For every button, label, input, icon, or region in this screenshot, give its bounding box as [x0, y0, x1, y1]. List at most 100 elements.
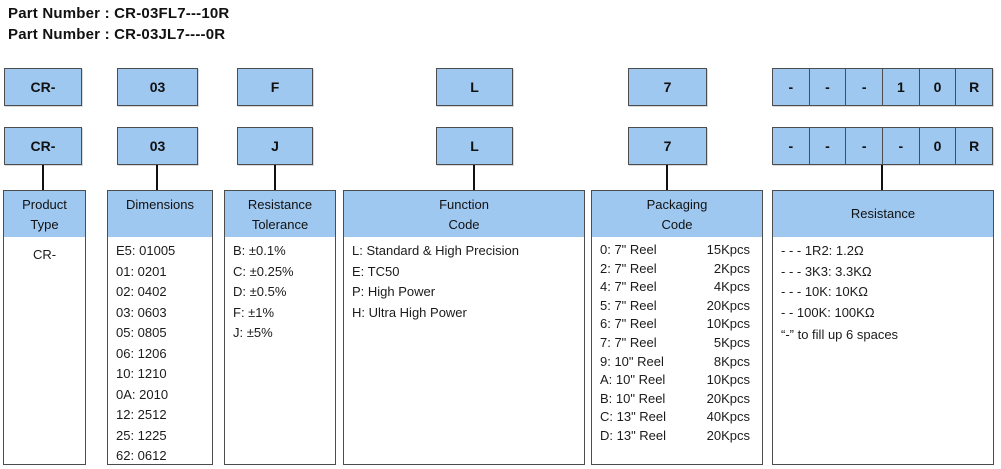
resistance-char-cell: - — [772, 127, 810, 165]
column-resistance: Resistance - - - 1R2: 1.2Ω - - - 3K3: 3.… — [772, 190, 994, 465]
column-header: Packaging Code — [592, 191, 762, 237]
packaging-qty: 4Kpcs — [713, 279, 750, 295]
header-line: Code — [448, 217, 480, 232]
packaging-option: B: 10" Reel — [600, 390, 666, 406]
packaging-option: 6: 7" Reel — [600, 316, 657, 332]
list-item: B: ±0.1% — [233, 243, 286, 258]
header-line: Type — [30, 217, 59, 232]
connector-line — [666, 165, 668, 190]
header-line: Tolerance — [251, 217, 309, 232]
list-item: - - - 3K3: 3.3KΩ — [781, 263, 872, 279]
header-line: Resistance — [247, 197, 313, 212]
list-item: 2: 7" Reel 2Kpcs — [600, 260, 754, 279]
connector-line — [473, 165, 475, 190]
list-item: 10: 1210 — [116, 366, 167, 381]
packaging-qty: 10Kpcs — [706, 372, 750, 388]
connector-line — [881, 165, 883, 190]
code-box-r1-product: CR- — [4, 68, 82, 106]
packaging-option: 0: 7" Reel — [600, 242, 657, 257]
column-body: 0: 7" Reel 15Kpcs 2: 7" Reel 2Kpcs 4: 7" R… — [592, 237, 762, 450]
list-item: L: Standard & High Precision — [352, 243, 519, 258]
packaging-qty: 20Kpcs — [706, 427, 750, 443]
list-item: CR- — [32, 247, 57, 262]
code-box-r2-product: CR- — [4, 127, 82, 165]
packaging-option: C: 13" Reel — [600, 409, 667, 425]
column-body: CR- — [4, 237, 85, 270]
packaging-option: 4: 7" Reel — [600, 279, 657, 295]
resistance-char-cell: R — [955, 127, 994, 165]
code-box-r2-packaging: 7 — [628, 127, 707, 165]
column-header: Product Type — [4, 191, 85, 237]
column-product-type: Product Type CR- — [3, 190, 86, 465]
list-item: C: ±0.25% — [233, 263, 294, 279]
resistance-char-cell: - — [845, 127, 884, 165]
list-item: A: 10" Reel 10Kpcs — [600, 371, 754, 390]
header-line: Code — [661, 217, 693, 232]
packaging-qty: 40Kpcs — [706, 409, 750, 425]
column-header: Dimensions — [108, 191, 212, 237]
list-item: 62: 0612 — [116, 448, 167, 463]
list-item: E: TC50 — [352, 263, 400, 279]
column-header: Resistance Tolerance — [225, 191, 335, 237]
packaging-qty: 20Kpcs — [706, 297, 750, 313]
list-item: J: ±5% — [233, 325, 273, 340]
packaging-option: 9: 10" Reel — [600, 353, 664, 369]
column-header: Function Code — [344, 191, 584, 237]
connector-line — [274, 165, 276, 190]
packaging-qty: 20Kpcs — [706, 390, 750, 406]
list-item: 06: 1206 — [116, 345, 167, 361]
packaging-qty: 5Kpcs — [713, 334, 750, 350]
resistance-char-cell: 0 — [918, 127, 957, 165]
column-body: B: ±0.1% C: ±0.25% D: ±0.5% F: ±1% J: ±5… — [225, 237, 335, 348]
column-header: Resistance — [773, 191, 993, 237]
list-item: 12: 2512 — [116, 407, 167, 422]
part-number-example-1: Part Number : CR-03FL7---10R — [8, 5, 230, 22]
list-item: 02: 0402 — [116, 284, 167, 299]
packaging-qty: 2Kpcs — [713, 260, 750, 276]
column-function-code: Function Code L: Standard & High Precisi… — [343, 190, 585, 465]
resistance-char-cell: - — [845, 68, 884, 106]
list-item: B: 10" Reel 20Kpcs — [600, 390, 754, 409]
list-item: 7: 7" Reel 5Kpcs — [600, 334, 754, 353]
connector-line — [42, 165, 44, 190]
list-item: 0: 7" Reel 15Kpcs — [600, 241, 754, 260]
list-item: - - - 10K: 10KΩ — [781, 284, 869, 299]
list-item: 6: 7" Reel 10Kpcs — [600, 315, 754, 334]
part-number-example-2: Part Number : CR-03JL7----0R — [8, 26, 226, 43]
list-item: - - 100K: 100KΩ — [781, 304, 875, 320]
list-item: 05: 0805 — [116, 325, 167, 340]
resistance-char-cell: - — [808, 68, 847, 106]
code-box-r2-dimension: 03 — [117, 127, 198, 165]
code-box-r1-dimension: 03 — [117, 68, 198, 106]
resistance-code-cells-r2: - - - - 0 R — [772, 127, 994, 165]
code-box-r1-packaging: 7 — [628, 68, 707, 106]
code-box-r2-function: L — [436, 127, 513, 165]
header-line: Product — [22, 197, 67, 212]
header-line: Packaging — [646, 197, 708, 212]
resistance-char-cell: - — [882, 127, 920, 165]
resistance-char-cell: 0 — [918, 68, 957, 106]
column-resistance-tolerance: Resistance Tolerance B: ±0.1% C: ±0.25% … — [224, 190, 336, 465]
column-packaging-code: Packaging Code 0: 7" Reel 15Kpcs 2: 7" Re… — [591, 190, 763, 465]
packaging-qty: 10Kpcs — [706, 316, 750, 332]
column-dimensions: Dimensions E5: 01005 01: 0201 02: 0402 0… — [107, 190, 213, 465]
list-item: 03: 0603 — [116, 304, 167, 320]
packaging-option: 7: 7" Reel — [600, 334, 657, 350]
packaging-option: A: 10" Reel — [600, 372, 666, 388]
list-item: P: High Power — [352, 284, 436, 299]
list-item: D: ±0.5% — [233, 284, 287, 299]
packaging-qty: 15Kpcs — [706, 242, 750, 257]
list-item: 01: 0201 — [116, 263, 167, 279]
list-item: E5: 01005 — [116, 243, 176, 258]
list-item: 4: 7" Reel 4Kpcs — [600, 278, 754, 297]
header-line: Function — [439, 197, 489, 212]
list-item: 25: 1225 — [116, 427, 167, 443]
column-body: L: Standard & High Precision E: TC50 P: … — [344, 237, 584, 327]
packaging-option: 2: 7" Reel — [600, 260, 657, 276]
list-item: H: Ultra High Power — [352, 304, 467, 320]
list-item: C: 13" Reel 40Kpcs — [600, 408, 754, 427]
resistance-code-cells-r1: - - - 1 0 R — [772, 68, 994, 106]
